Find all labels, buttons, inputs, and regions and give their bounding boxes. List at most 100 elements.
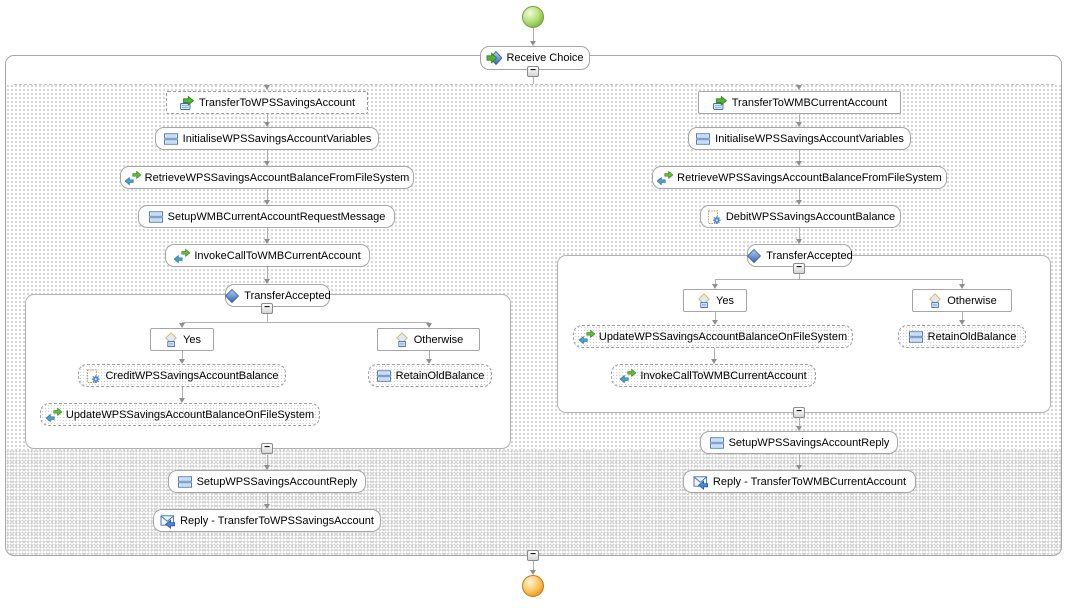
activity-reply-transfer-to-wmb-current-account[interactable]: Reply - TransferToWMBCurrentAccount [683,470,916,493]
connector [799,418,800,426]
arrowhead [179,323,185,328]
activity-debit-wps-savings-account-balance[interactable]: DebitWPSSavingsAccountBalance [700,205,901,228]
connector [715,279,716,284]
minus-icon: − [530,548,536,560]
arrowhead [179,359,185,364]
arrowhead [712,320,718,325]
assign-icon [695,131,711,147]
arrowhead [426,323,432,328]
activity-update-wps-savings-account-balance-left[interactable]: UpdateWPSSavingsAccountBalanceOnFileSyst… [40,403,320,426]
activity-setup-wps-savings-account-reply-left[interactable]: SetupWPSSavingsAccountReply [168,470,366,493]
activity-update-wps-savings-account-balance-right[interactable]: UpdateWPSSavingsAccountBalanceOnFileSyst… [573,325,853,348]
activity-setup-wmb-current-account-request-message[interactable]: SetupWMBCurrentAccountRequestMessage [138,205,395,228]
minus-icon: − [264,301,270,313]
assign-icon [177,474,193,490]
arrowhead [796,200,802,205]
activity-label: RetainOldBalance [395,369,485,382]
connector [799,114,800,122]
activity-setup-wps-savings-account-reply-right[interactable]: SetupWPSSavingsAccountReply [700,431,898,454]
connector [799,189,800,200]
connector [962,311,963,320]
arrowhead [711,359,717,364]
assign-icon [908,329,924,345]
receive-case-icon [712,95,728,111]
connector [799,454,800,465]
case-label: Yes [716,294,734,307]
connector [182,350,183,359]
connector [962,279,963,284]
branch-header-transfer-to-wps-savings-account[interactable]: TransferToWPSSavingsAccount [166,91,368,114]
choice-icon [224,288,240,304]
invoke-icon [125,170,141,186]
minus-icon: − [796,405,802,417]
assign-icon [376,368,392,384]
choice-transfer-accepted-right[interactable]: TransferAccepted [747,244,853,267]
reply-icon [693,474,709,490]
connector [799,228,800,239]
activity-label: InvokeCallToWMBCurrentAccount [640,369,807,382]
arrowhead [264,122,270,127]
activity-label: RetrieveWPSSavingsAccountBalanceFromFile… [677,171,942,184]
arrowhead [179,398,185,403]
activity-retrieve-wps-savings-account-balance[interactable]: RetrieveWPSSavingsAccountBalanceFromFile… [120,166,414,189]
collapse-button-left-choice[interactable]: − [261,301,273,314]
connector [267,228,268,239]
case-icon [163,332,179,348]
arrowhead [796,161,802,166]
end-node[interactable] [522,575,544,597]
arrowhead [959,320,965,325]
activity-receive-choice[interactable]: Receive Choice [480,46,590,70]
activity-retain-old-balance-left[interactable]: RetainOldBalance [368,364,492,387]
connector [267,267,268,279]
arrowhead [796,426,802,431]
start-node[interactable] [522,6,544,28]
connector [429,350,430,359]
receive-case-icon [179,95,195,111]
snippet-icon [706,209,722,225]
minus-icon: − [264,441,270,453]
choice-label: TransferAccepted [244,289,331,302]
activity-initialise-wps-savings-account-variables[interactable]: InitialiseWPSSavingsAccountVariables [155,127,379,150]
activity-retain-old-balance-right[interactable]: RetainOldBalance [898,325,1026,348]
receive-choice-icon [486,50,502,66]
activity-label: Receive Choice [506,52,584,64]
invoke-icon [657,170,673,186]
case-yes-right[interactable]: Yes [683,289,747,312]
assign-icon [709,435,725,451]
arrowhead [796,465,802,470]
arrowhead [530,570,536,575]
activity-label: InitialiseWPSSavingsAccountVariables [182,132,372,145]
activity-reply-transfer-to-wps-savings-account[interactable]: Reply - TransferToWPSSavingsAccount [153,509,381,532]
arrowhead [264,504,270,509]
minus-icon: − [530,64,536,76]
arrowhead [264,161,270,166]
branch-header-transfer-to-wmb-current-account[interactable]: TransferToWMBCurrentAccount [698,91,901,114]
case-otherwise-left[interactable]: Otherwise [377,328,480,351]
case-otherwise-right[interactable]: Otherwise [912,289,1012,312]
assign-icon [148,209,164,225]
activity-label: SetupWPSSavingsAccountReply [196,475,358,488]
choice-transfer-accepted-left[interactable]: TransferAccepted [224,284,331,307]
connector [715,311,716,320]
branch-label: TransferToWPSSavingsAccount [198,96,356,109]
collapse-button-scope-bottom[interactable]: − [527,548,539,561]
collapse-button-receive-choice[interactable]: − [527,64,539,77]
activity-initialise-wps-savings-account-variables-right[interactable]: InitialiseWPSSavingsAccountVariables [688,127,911,150]
collapse-button-left-choice-bottom[interactable]: − [261,441,273,454]
activity-label: RetrieveWPSSavingsAccountBalanceFromFile… [144,171,410,184]
flow-area-lower-background [6,450,1061,555]
collapse-button-right-choice-bottom[interactable]: − [793,405,805,418]
arrowhead [264,200,270,205]
case-icon [394,332,410,348]
case-yes-left[interactable]: Yes [150,328,214,351]
activity-credit-wps-savings-account-balance[interactable]: CreditWPSSavingsAccountBalance [78,364,286,387]
activity-label: SetupWMBCurrentAccountRequestMessage [167,210,386,223]
collapse-button-right-choice[interactable]: − [793,262,805,274]
connector [267,307,268,322]
assign-icon [163,131,179,147]
activity-retrieve-wps-savings-account-balance-right[interactable]: RetrieveWPSSavingsAccountBalanceFromFile… [652,166,947,189]
activity-invoke-call-to-wmb-current-account-right[interactable]: InvokeCallToWMBCurrentAccount [611,364,816,387]
activity-invoke-call-to-wmb-current-account[interactable]: InvokeCallToWMBCurrentAccount [165,244,370,267]
branch-label: TransferToWMBCurrentAccount [731,96,888,109]
arrowhead [264,465,270,470]
